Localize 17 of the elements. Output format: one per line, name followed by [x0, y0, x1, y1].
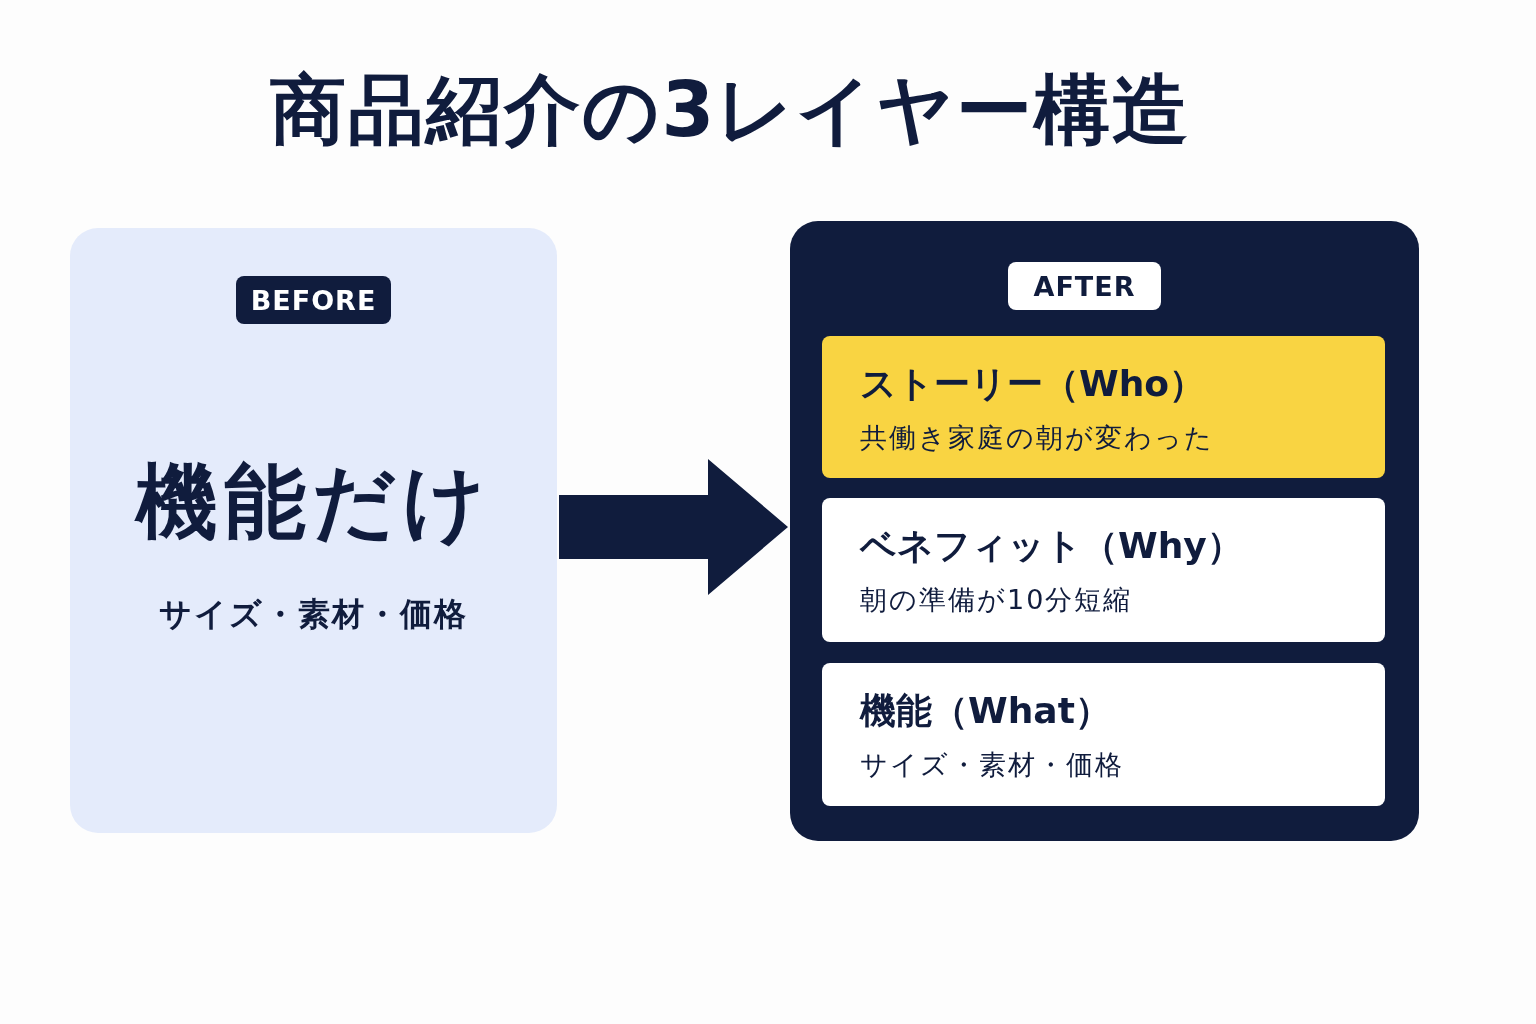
layer-description: 朝の準備が10分短縮	[860, 583, 1133, 617]
layer-card	[822, 336, 1385, 478]
arrow	[559, 459, 788, 595]
layer-description: サイズ・素材・価格	[860, 748, 1124, 782]
label-badge: AFTER	[1008, 262, 1161, 310]
layer-description: 共働き家庭の朝が変わった	[860, 421, 1214, 455]
label-badge: BEFORE	[236, 276, 391, 324]
layer-heading: 機能（What）	[860, 689, 1111, 733]
subtext: サイズ・素材・価格	[158, 594, 469, 635]
layer-heading: ストーリー（Who）	[860, 362, 1206, 406]
layer-heading: ベネフィット（Why）	[860, 524, 1243, 568]
after-panel	[790, 221, 1419, 841]
layer-card	[822, 663, 1385, 806]
layer-card	[822, 498, 1385, 642]
before-panel	[70, 228, 557, 833]
heading: 機能だけ	[133, 453, 493, 551]
title: 商品紹介の3レイヤー構造	[268, 64, 1192, 156]
